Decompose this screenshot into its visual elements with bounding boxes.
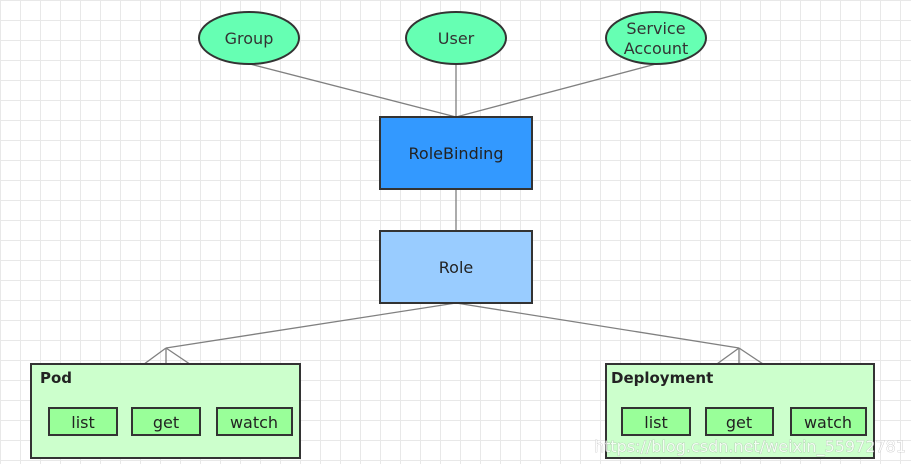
role-binding-box[interactable]: RoleBinding bbox=[379, 116, 533, 190]
resource-deployment[interactable]: Deployment list get watch bbox=[605, 363, 875, 459]
resource-pod[interactable]: Pod list get watch bbox=[30, 363, 301, 459]
connector-serviceaccount-rolebinding bbox=[455, 63, 657, 118]
subject-user[interactable]: User bbox=[405, 11, 507, 65]
pod-verb-get-shape bbox=[131, 407, 201, 436]
subject-service-account-label-line2: Account bbox=[624, 39, 689, 58]
subject-user-shape bbox=[405, 11, 507, 65]
subject-user-label: User bbox=[438, 29, 475, 48]
role-binding-label: RoleBinding bbox=[409, 144, 504, 163]
pod-verb-watch[interactable]: watch bbox=[230, 413, 278, 432]
connector-role-pod bbox=[165, 302, 457, 349]
deployment-verb-list[interactable]: list bbox=[644, 413, 668, 432]
subject-service-account-shape bbox=[605, 11, 707, 65]
subject-group-label: Group bbox=[225, 29, 274, 48]
connector-role-deployment bbox=[455, 302, 740, 349]
role-binding-shape bbox=[379, 116, 533, 190]
connector-group-rolebinding bbox=[249, 63, 457, 118]
deployment-verb-watch[interactable]: watch bbox=[804, 413, 852, 432]
role-shape bbox=[379, 230, 533, 304]
pod-verb-watch-shape bbox=[216, 407, 293, 436]
role-label: Role bbox=[439, 258, 473, 277]
pod-verb-list-shape bbox=[48, 407, 118, 436]
subject-service-account[interactable]: Service Account bbox=[605, 11, 707, 65]
pod-verb-get[interactable]: get bbox=[153, 413, 179, 432]
deployment-verb-get[interactable]: get bbox=[726, 413, 752, 432]
subject-group[interactable]: Group bbox=[198, 11, 300, 65]
role-box[interactable]: Role bbox=[379, 230, 533, 304]
subject-group-shape bbox=[198, 11, 300, 65]
resource-deployment-title: Deployment bbox=[611, 369, 713, 387]
resource-pod-title: Pod bbox=[40, 369, 72, 387]
subject-service-account-label-line1: Service bbox=[626, 19, 685, 38]
pod-verb-list[interactable]: list bbox=[71, 413, 95, 432]
deployment-verb-watch-shape bbox=[790, 407, 867, 436]
deployment-verb-get-shape bbox=[705, 407, 774, 436]
deployment-verb-list-shape bbox=[621, 407, 691, 436]
watermark: https://blog.csdn.net/weixin_55972781 bbox=[594, 437, 906, 457]
